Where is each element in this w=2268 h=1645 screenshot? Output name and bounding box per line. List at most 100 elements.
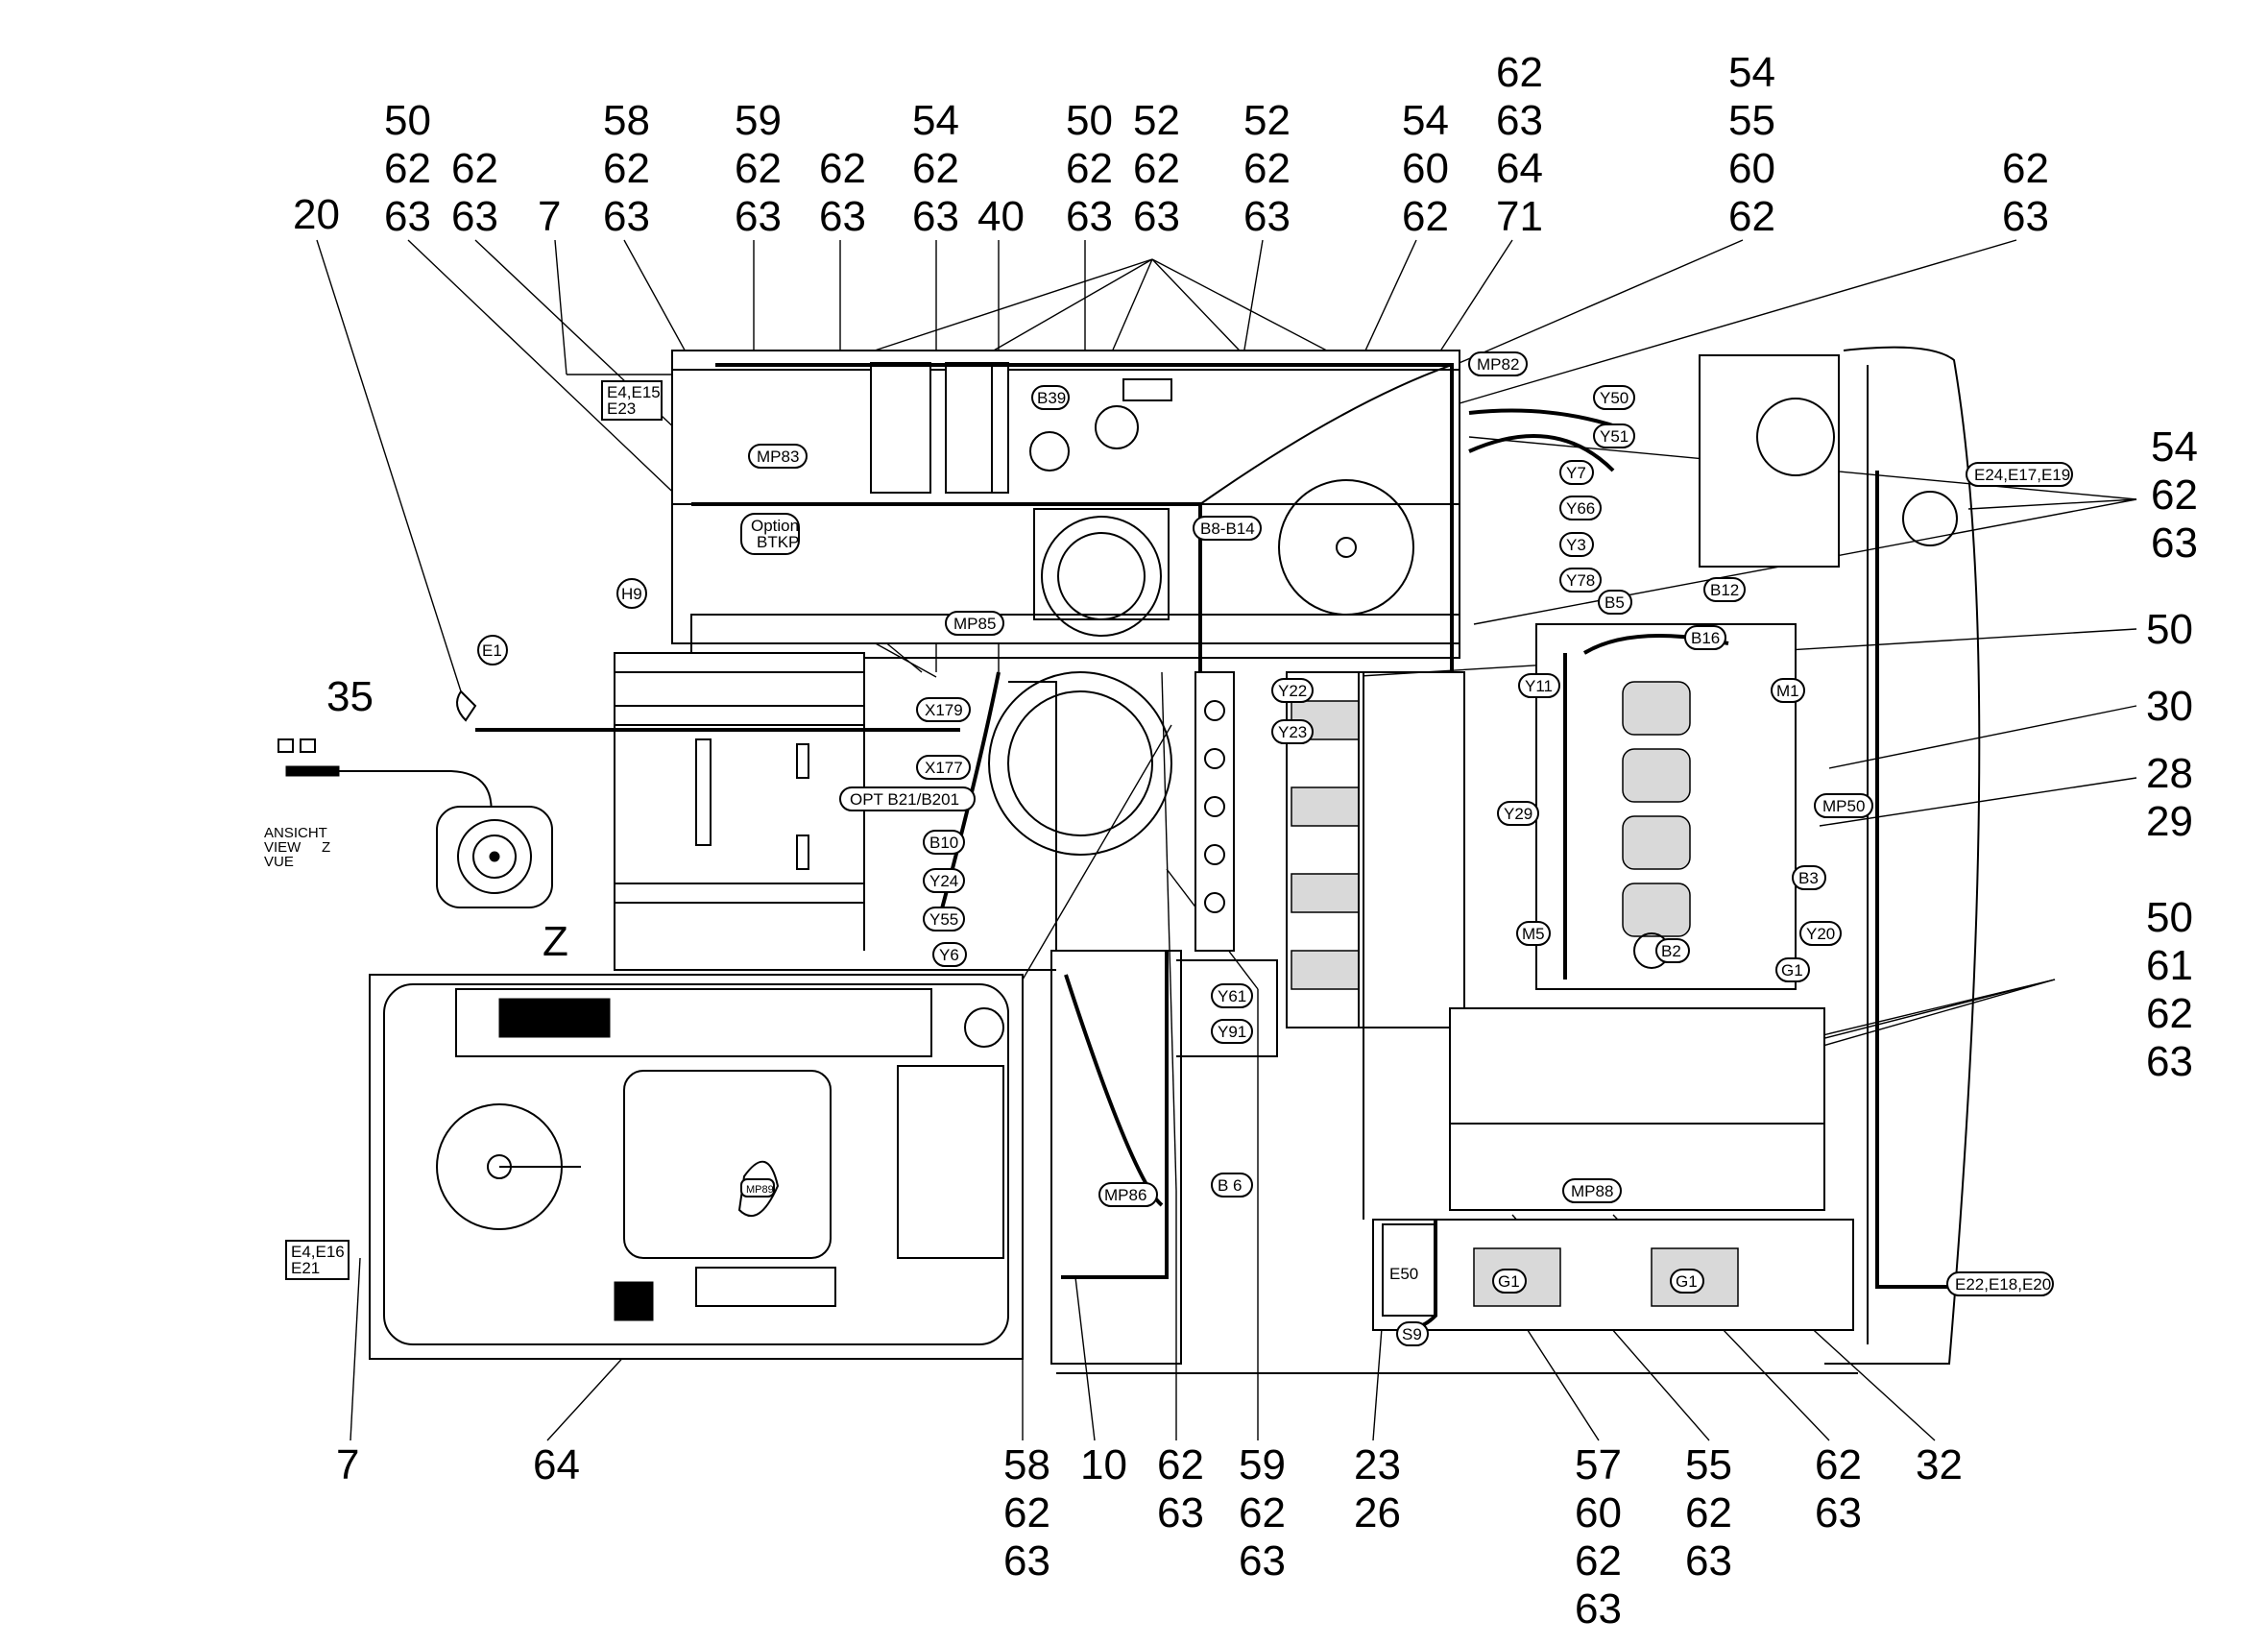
- cooler-upper: [1449, 1007, 1825, 1134]
- tag-mp86: MP86: [1104, 1186, 1146, 1204]
- tag-b16: B16: [1691, 629, 1720, 647]
- tag-b8-b14: B8-B14: [1200, 520, 1255, 538]
- fuel-tank-outer: [988, 671, 1172, 856]
- callout-50-61-62-63: 50 61 62 63: [2146, 894, 2205, 1085]
- tag-y24-box: [923, 868, 965, 893]
- tag-mp50-box: [1814, 793, 1873, 818]
- switch-panel: [498, 998, 611, 1038]
- cab-inner: [383, 983, 1009, 1345]
- slot-2: [796, 743, 809, 779]
- cooler-lower: [1449, 1123, 1825, 1211]
- tag-s9-box: [1396, 1321, 1429, 1346]
- tag-g1-b: G1: [1498, 1272, 1520, 1291]
- tag-y50: Y50: [1600, 389, 1629, 407]
- view-note: ANSICHT VIEW VUE: [264, 825, 331, 870]
- leader-23: [1372, 1315, 1384, 1441]
- callout-62-63-bottom-a: 62 63: [1157, 1441, 1216, 1536]
- leader-10: [1074, 1276, 1096, 1441]
- tag-m1-box: [1771, 678, 1805, 703]
- tag-mp88-box: [1562, 1178, 1622, 1203]
- loom-mp86: [1064, 974, 1164, 1207]
- cyl-3: [1622, 815, 1691, 870]
- tag-b5-box: [1598, 590, 1632, 615]
- view-note-z: Z: [322, 839, 330, 856]
- tag-y3-box: [1559, 532, 1594, 557]
- frame-left: [614, 672, 1056, 971]
- tag-y55-box: [923, 907, 965, 931]
- radiator-box: [1699, 354, 1840, 568]
- component-tags: E4,E15 E23 E4,E16 E21 E24,E17,E19 E22,E1…: [285, 351, 2073, 1346]
- tag-e24-box: [1966, 462, 2073, 487]
- callout-59-62-63-top: 59 62 63: [735, 97, 793, 240]
- sensor-ring: [457, 819, 532, 894]
- valve-port-3: [1204, 796, 1225, 817]
- tag-b6: B 6: [1218, 1176, 1243, 1195]
- slot-3: [796, 835, 809, 870]
- tag-b39: B39: [1037, 389, 1066, 407]
- callout-23-26: 23 26: [1354, 1441, 1412, 1536]
- engine-assembly: [1468, 346, 1981, 1365]
- leader-50a: [407, 239, 707, 524]
- tag-b12: B12: [1710, 581, 1739, 599]
- callout-30: 30: [2146, 683, 2193, 730]
- tag-y91: Y91: [1218, 1023, 1246, 1041]
- fuel-tank-inner: [1007, 690, 1153, 836]
- tag-mp86-box: [1098, 1182, 1158, 1207]
- tag-g1-c-box: [1670, 1269, 1704, 1294]
- tag-y20-box: [1799, 921, 1842, 946]
- fuel-tank-bracket: [1008, 681, 1057, 951]
- cab-console-right: [897, 1065, 1004, 1259]
- connector-strip: [285, 765, 340, 777]
- cross-member-2: [614, 705, 865, 726]
- tag-mp83-box: [748, 444, 808, 469]
- valve-loom-2: [1468, 434, 1615, 472]
- callout-54-62-63-top: 54 62 63: [912, 97, 971, 240]
- tag-y61-box: [1211, 983, 1253, 1008]
- leader-7: [554, 239, 567, 375]
- tag-y6-box: [932, 942, 967, 967]
- tag-e4-e15-e23-box: [601, 380, 663, 421]
- tag-g1: G1: [1781, 961, 1803, 980]
- tag-option-btkp: Option BTKP: [751, 517, 804, 551]
- callout-54-60-62: 54 60 62: [1402, 97, 1460, 240]
- tag-y6: Y6: [939, 946, 959, 964]
- tag-b3: B3: [1798, 869, 1819, 887]
- tag-y78-box: [1559, 568, 1602, 593]
- tank-flange-right-center: [1336, 537, 1357, 558]
- upper-left-frame: [614, 350, 1460, 971]
- tag-mp88: MP88: [1571, 1182, 1613, 1200]
- tag-mp82: MP82: [1477, 355, 1519, 374]
- plate-1: [870, 362, 931, 494]
- tag-y51: Y51: [1600, 427, 1629, 446]
- tag-b5: B5: [1604, 593, 1625, 612]
- rear-light-harness: [1875, 471, 1964, 1289]
- callout-7-top: 7: [538, 193, 561, 240]
- tag-h9-box: [616, 578, 647, 609]
- tag-mp50: MP50: [1822, 797, 1865, 815]
- tag-mp89-box: [740, 1178, 775, 1197]
- callout-40: 40: [977, 193, 1025, 240]
- counterweight-outline: [1824, 346, 1981, 1365]
- tag-b12-box: [1703, 577, 1746, 602]
- tag-y51-box: [1593, 423, 1635, 448]
- view-label-z: Z: [543, 918, 568, 965]
- callout-52-62-63-b: 52 62 63: [1243, 97, 1302, 240]
- tag-y7-box: [1559, 460, 1594, 485]
- tag-y11: Y11: [1525, 677, 1553, 695]
- lower-center-frame: [1050, 950, 1278, 1365]
- valve-4: [1291, 950, 1360, 990]
- loom-b6: [1061, 951, 1169, 1279]
- callout-32: 32: [1916, 1441, 1963, 1488]
- tag-b39-box: [1031, 385, 1070, 410]
- tag-x179: X179: [925, 701, 963, 719]
- callout-50-62-63-a: 50 62 63: [384, 97, 443, 240]
- leader-55: [1454, 239, 1744, 366]
- valve-2: [1291, 786, 1360, 827]
- lamp-64-housing: [737, 1160, 780, 1218]
- cab-hatch: [964, 1007, 1004, 1048]
- tag-y50-box: [1593, 385, 1635, 410]
- callout-58-62-63-bottom: 58 62 63: [1003, 1441, 1062, 1585]
- tag-mp89: MP89: [746, 1184, 774, 1196]
- tag-y24: Y24: [929, 872, 958, 890]
